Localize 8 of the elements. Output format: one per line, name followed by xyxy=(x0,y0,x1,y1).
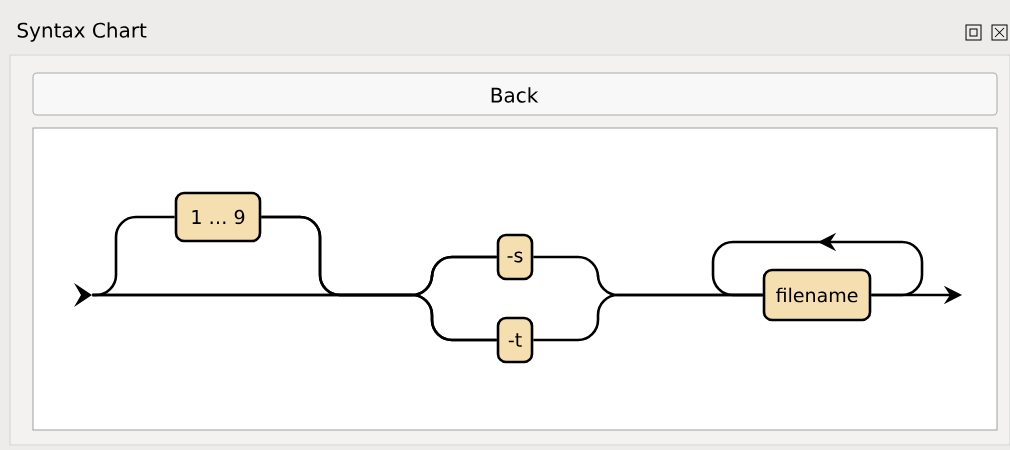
terminal-box: 1 … 9 xyxy=(174,191,262,243)
window-title: Syntax Chart xyxy=(17,22,147,42)
terminal-box: -s xyxy=(496,233,534,281)
terminal-box: -t xyxy=(496,316,534,364)
back-button: Back xyxy=(32,72,998,116)
track-line xyxy=(261,215,497,342)
terminal-box: filename xyxy=(762,268,872,322)
start-chevron xyxy=(74,283,92,307)
